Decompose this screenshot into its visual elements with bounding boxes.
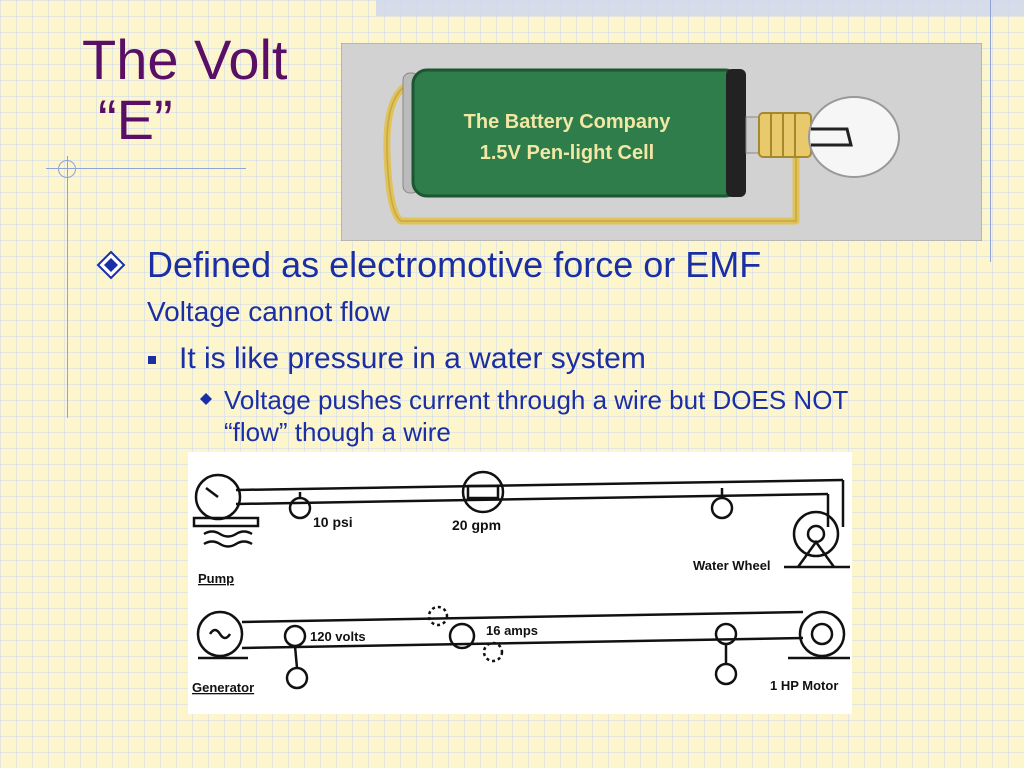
- bullet-level1-text: Defined as electromotive force or EMF: [147, 244, 762, 285]
- ammeter: [448, 622, 476, 650]
- title-line-1: The Volt: [82, 28, 288, 91]
- water-electric-analogy-diagram: 10 psi 20 gpm Pump Water Wheel 120 volts…: [188, 452, 852, 714]
- flow-meter: [461, 470, 505, 514]
- bullet-level2-text: It is like pressure in a water system: [179, 342, 646, 375]
- water-wheel-label: Water Wheel: [693, 558, 771, 573]
- top-decoration-band: [376, 0, 1024, 16]
- battery-illustration: The Battery Company 1.5V Pen-light Cell: [341, 43, 982, 241]
- slide-title: The Volt “E”: [82, 30, 287, 150]
- motor-symbol: [798, 610, 846, 658]
- bullet-level3-line-2: “flow” though a wire: [224, 417, 451, 447]
- battery-brand-label: The Battery Company: [464, 111, 672, 133]
- title-line-2: “E”: [98, 88, 173, 151]
- generator-label: Generator: [192, 680, 254, 695]
- flow-label: 20 gpm: [452, 517, 501, 533]
- square-bullet-icon: [148, 356, 156, 364]
- motor-label: 1 HP Motor: [770, 678, 838, 693]
- voltage-label: 120 volts: [310, 629, 366, 644]
- battery-product-label: 1.5V Pen-light Cell: [480, 142, 654, 164]
- pump-label: Pump: [198, 571, 234, 586]
- bullet-level1-continuation: Voltage cannot flow: [147, 296, 390, 327]
- left-decoration-line: [67, 156, 68, 418]
- bullet-level3-line-1: Voltage pushes current through a wire bu…: [224, 385, 849, 415]
- water-wheel-symbol: [792, 510, 840, 558]
- battery-body: [411, 68, 741, 198]
- diamond-bullet-icon: [96, 250, 126, 280]
- pressure-label: 10 psi: [313, 514, 353, 530]
- title-divider-line: [46, 168, 246, 169]
- small-diamond-bullet-icon: [200, 393, 212, 405]
- generator-symbol: [196, 610, 244, 658]
- crosshair-circle-decoration: [58, 160, 76, 178]
- right-decoration-line: [990, 0, 991, 262]
- current-label: 16 amps: [486, 623, 538, 638]
